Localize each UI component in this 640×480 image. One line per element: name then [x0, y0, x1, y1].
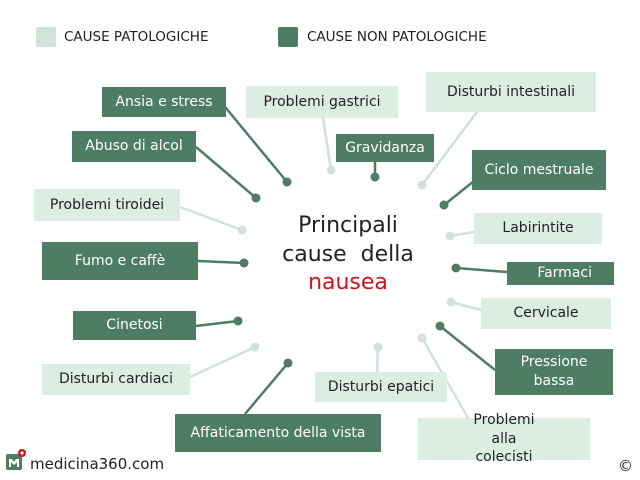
- connector-ciclo: [443, 180, 475, 206]
- cause-box-farmaci: Farmaci: [507, 262, 614, 285]
- dot-pressione: [435, 321, 445, 331]
- dot-vista: [283, 358, 293, 368]
- dot-farmaci: [451, 263, 461, 273]
- cause-box-fumo-e-caffe: Fumo e caffè: [42, 242, 198, 280]
- cause-box-cinetosi: Cinetosi: [73, 311, 196, 340]
- legend-label-pathological: CAUSE PATOLOGICHE: [64, 29, 209, 45]
- connector-cervicale: [450, 300, 482, 312]
- dot-ciclo: [439, 200, 449, 210]
- cause-box-ansia-e-stress: Ansia e stress: [102, 87, 226, 117]
- cause-box-gravidanza: Gravidanza: [336, 134, 434, 162]
- dot-fumo: [239, 258, 249, 268]
- copyright-symbol: ©: [618, 457, 633, 475]
- dot-alcol: [251, 193, 261, 203]
- dot-epatici: [373, 342, 383, 352]
- dot-cervicale: [446, 297, 456, 307]
- dot-cinetosi: [233, 316, 243, 326]
- legend-swatch-non-pathological: [278, 27, 298, 47]
- center-title: Principali cause della nausea: [260, 212, 436, 298]
- connector-cinetosi: [195, 319, 239, 328]
- connector-cardiaci: [189, 345, 256, 379]
- dot-gravidanza: [370, 172, 380, 182]
- cause-box-disturbi-intestinali: Disturbi intestinali: [426, 72, 596, 112]
- dot-intestinali: [417, 180, 427, 190]
- connector-intestinali: [421, 111, 478, 186]
- cause-box-problemi-gastrici: Problemi gastrici: [246, 86, 398, 118]
- dot-cardiaci: [250, 342, 260, 352]
- cause-box-problemi-alla-colecisti: Problemi alla colecisti: [418, 412, 590, 465]
- cause-box-pressione-bassa: Pressione bassa: [495, 349, 613, 395]
- dot-tiroidei: [237, 225, 247, 235]
- connector-vista: [244, 362, 289, 415]
- connector-alcol: [195, 146, 257, 199]
- cause-box-disturbi-cardiaci: Disturbi cardiaci: [42, 364, 190, 395]
- legend-swatch-pathological: [36, 27, 56, 47]
- dot-labirintite: [445, 231, 455, 241]
- connector-farmaci: [455, 266, 508, 274]
- cause-box-problemi-tiroidei: Problemi tiroidei: [34, 189, 180, 221]
- cause-box-disturbi-epatici: Disturbi epatici: [315, 372, 447, 402]
- connector-fumo: [197, 259, 245, 265]
- logo-text[interactable]: medicina360.com: [30, 455, 165, 473]
- legend-label-non-pathological: CAUSE NON PATOLOGICHE: [307, 29, 487, 45]
- connector-gastrici: [321, 117, 333, 171]
- connector-tiroidei: [179, 205, 243, 232]
- cause-box-cervicale: Cervicale: [481, 298, 611, 329]
- dot-colecisti: [417, 333, 427, 343]
- connector-ansia: [220, 101, 288, 183]
- center-title-line1: Principali: [298, 213, 398, 238]
- dot-gastrici: [326, 165, 336, 175]
- center-title-highlight: nausea: [308, 270, 388, 296]
- cause-box-affaticamento-della-vista: Affaticamento della vista: [175, 414, 381, 452]
- cause-box-labirintite: Labirintite: [474, 213, 602, 244]
- dot-ansia: [282, 177, 292, 187]
- medicina360-logo-icon: [6, 449, 26, 470]
- connector-pressione: [439, 325, 496, 371]
- cause-box-abuso-di-alcol: Abuso di alcol: [72, 131, 196, 162]
- cause-box-ciclo-mestruale: Ciclo mestruale: [472, 150, 606, 190]
- center-title-line2: cause della: [282, 241, 414, 267]
